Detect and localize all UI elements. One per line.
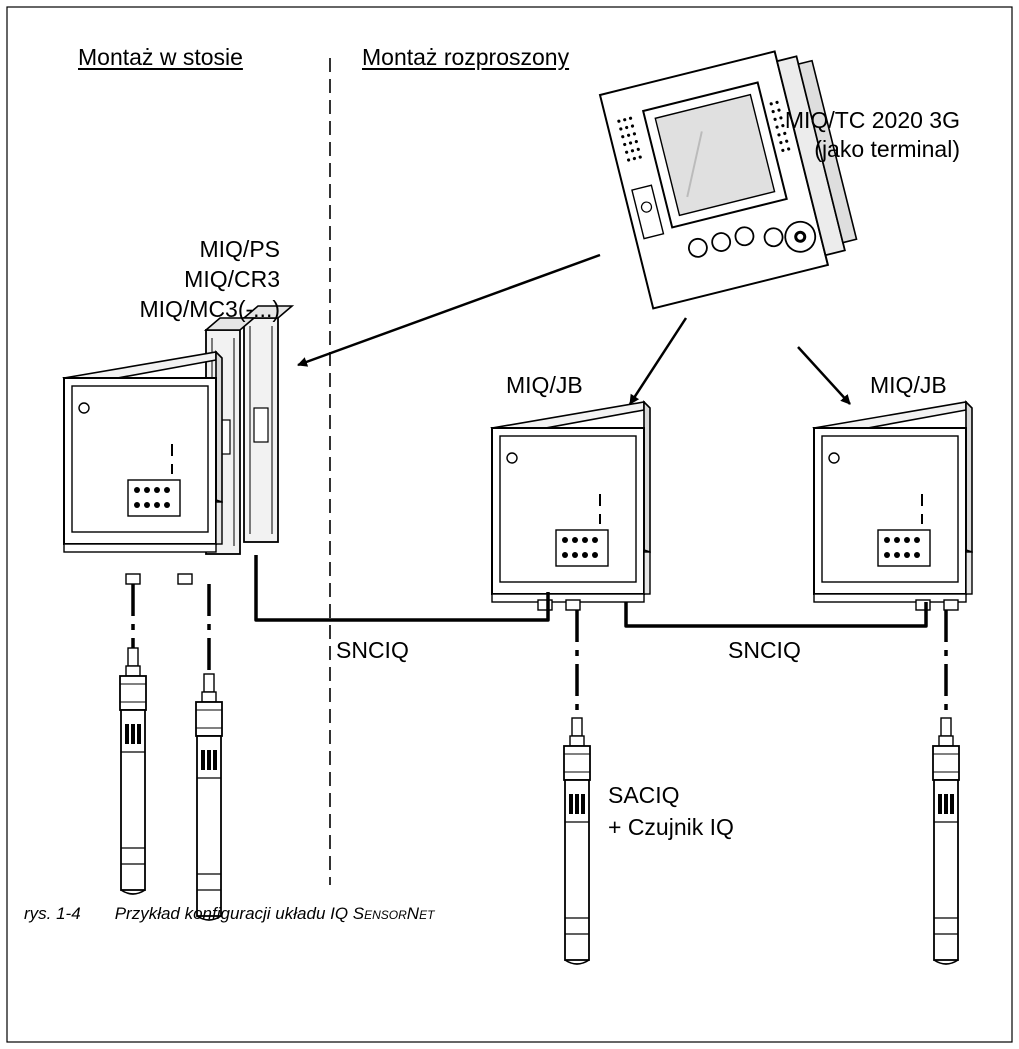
junction-box-label-middle: MIQ/JB — [506, 372, 583, 399]
junction-box-middle — [492, 402, 650, 610]
sensor-probe-4 — [933, 718, 959, 964]
sensor-label-line1: SACIQ — [608, 782, 680, 809]
header-stack-mounting: Montaż w stosie — [78, 44, 243, 71]
sensor-probe-1 — [120, 648, 146, 894]
stack-label-cr3: MIQ/CR3 — [80, 266, 280, 293]
stack-label-ps: MIQ/PS — [80, 236, 280, 263]
sensor-label-line2: + Czujnik IQ — [608, 814, 734, 841]
stack-module-group — [64, 306, 292, 584]
junction-box-right — [814, 402, 972, 610]
snciq-label-left: SNCIQ — [336, 637, 409, 664]
terminal-label-line2: (jako terminal) — [760, 136, 960, 163]
terminal-device — [600, 43, 861, 308]
header-distributed-mounting: Montaż rozproszony — [362, 44, 569, 71]
figure-number: rys. 1-4 — [24, 904, 81, 923]
sensor-probe-3 — [564, 718, 590, 964]
sensor-probe-2 — [196, 674, 222, 920]
arrow-to-jb-right — [798, 347, 850, 404]
figure-caption-smallcaps: SensorNet — [353, 904, 435, 923]
arrow-to-jb-middle — [630, 318, 686, 404]
junction-box-label-right: MIQ/JB — [870, 372, 947, 399]
arrow-to-stack — [298, 255, 600, 365]
figure-caption-text: Przykład konfiguracji układu IQ — [115, 904, 353, 923]
snciq-label-right: SNCIQ — [728, 637, 801, 664]
stack-label-mc3: MIQ/MC3(-...) — [40, 296, 280, 323]
terminal-label-line1: MIQ/TC 2020 3G — [760, 107, 960, 134]
snciq-cable-right — [626, 602, 926, 626]
